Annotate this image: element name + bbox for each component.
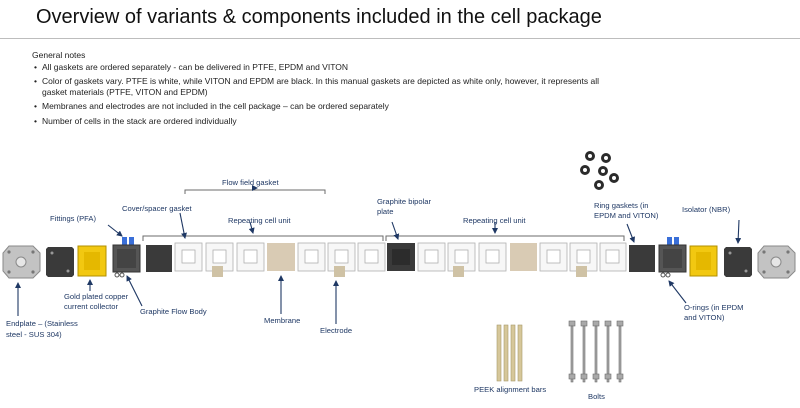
label-graphite-bipolar-plate-1: Graphite bipolar [377, 197, 432, 206]
arrow-cell-unit-1 [248, 221, 255, 234]
flow-field-gasket-bracket [184, 189, 326, 194]
label-cover-spacer-gasket: Cover/spacer gasket [122, 204, 192, 213]
endplate-left [2, 245, 41, 279]
cover-gasket-right [629, 245, 655, 272]
label-gold-plated-1: Gold plated copper [64, 292, 129, 301]
label-ring-gaskets-2: EPDM and VITON) [594, 211, 659, 220]
isolator-left [46, 247, 74, 277]
arrow-o-rings [668, 280, 687, 304]
arrow-graphite-flow-body [126, 275, 143, 307]
gold-collector-left [77, 245, 107, 277]
page-title: Overview of variants & components includ… [36, 6, 602, 28]
label-bolts: Bolts [588, 392, 605, 401]
electrode-2a [453, 266, 464, 277]
graphite-bipolar-plate [387, 243, 415, 271]
electrode-2b [576, 266, 587, 277]
endplate-right [757, 245, 796, 279]
repeating-unit-bracket-1 [142, 235, 384, 241]
membrane-sheet-1 [267, 243, 295, 271]
electrode-1b [334, 266, 345, 277]
label-repeating-cell-unit-1: Repeating cell unit [228, 216, 291, 225]
label-electrode: Electrode [320, 326, 353, 335]
label-graphite-bipolar-plate-2: plate [377, 207, 394, 216]
label-endplate-2: steel - SUS 304) [6, 330, 62, 339]
title-divider [0, 38, 800, 39]
graphite-flow-body-left [112, 237, 141, 278]
label-gold-plated-2: current collector [64, 302, 119, 311]
gold-collector-right [689, 245, 718, 277]
label-peek-alignment-bars: PEEK alignment bars [474, 385, 547, 394]
note-item-3: Membranes and electrodes are not include… [34, 101, 602, 112]
label-repeating-cell-unit-2: Repeating cell unit [463, 216, 526, 225]
note-item-1: All gaskets are ordered separately - can… [34, 62, 602, 73]
note-item-4: Number of cells in the stack are ordered… [34, 116, 602, 127]
label-graphite-flow-body: Graphite Flow Body [140, 307, 207, 316]
arrow-cover-gasket [179, 212, 187, 239]
graphite-flow-body-right [658, 237, 687, 278]
general-notes-heading: General notes [32, 50, 86, 60]
arrow-bipolar-plate [391, 221, 400, 240]
electrode-1a [212, 266, 223, 277]
bolts [568, 320, 624, 383]
arrow-fittings [107, 224, 123, 237]
cell-unit-1-gaskets [174, 242, 386, 272]
arrow-ring-gaskets [626, 223, 635, 243]
label-ring-gaskets-1: Ring gaskets (in [594, 201, 649, 210]
label-isolator: Isolator (NBR) [682, 205, 731, 214]
label-flow-field-gasket: Flow field gasket [222, 178, 279, 187]
repeating-unit-bracket-2 [385, 235, 625, 241]
label-o-rings-1: O-rings (in EPDM [684, 303, 744, 312]
arrow-isolator [735, 219, 742, 244]
label-endplate-1: Endplate – (Stainless [6, 319, 78, 328]
label-membrane: Membrane [264, 316, 301, 325]
ring-gaskets [580, 151, 619, 190]
note-item-2: Color of gaskets vary. PTFE is white, wh… [34, 76, 602, 98]
cell-unit-2-gaskets [417, 242, 627, 272]
isolator-right [724, 247, 752, 277]
peek-alignment-bars [496, 324, 523, 382]
cover-gasket-left [146, 245, 172, 272]
label-fittings: Fittings (PFA) [50, 214, 96, 223]
label-o-rings-2: and VITON) [684, 313, 725, 322]
membrane-sheet-2 [510, 243, 537, 271]
